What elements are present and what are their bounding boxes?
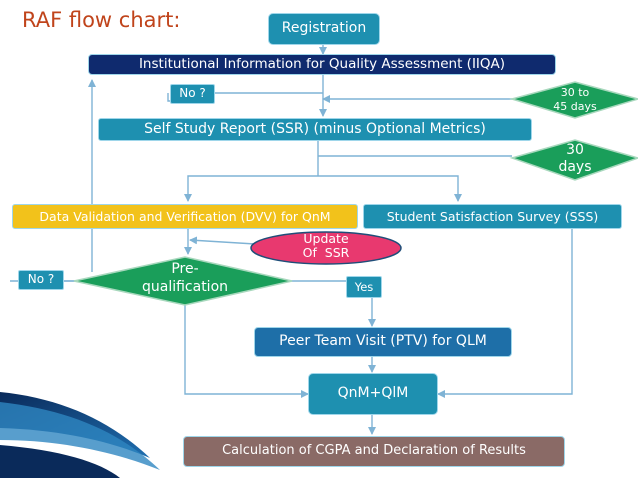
- arrow-split-sss: [318, 175, 462, 202]
- page-title: RAF flow chart:: [22, 8, 181, 32]
- no-left-label: No ?: [27, 272, 55, 287]
- cgpa-label: Calculation of CGPA and Declaration of R…: [222, 443, 526, 459]
- registration-box: Registration: [268, 13, 380, 45]
- update-ssr-label: Update Of SSR: [302, 231, 350, 261]
- days-30-45-label: 30 to 45 days: [553, 86, 597, 113]
- arrow-update-to-dvv: [189, 236, 256, 245]
- prequal-diamond: [73, 256, 293, 306]
- ptv-box: Peer Team Visit (PTV) for QLM: [254, 327, 512, 357]
- dvv-box: Data Validation and Verification (DVV) f…: [12, 204, 358, 229]
- sss-box: Student Satisfaction Survey (SSS): [363, 204, 622, 229]
- arrow-split-dvv: [184, 175, 318, 202]
- days-30-45-diamond: [509, 81, 638, 119]
- arrow-sss-to-qnm: [437, 229, 573, 398]
- decorative-swoosh-dark: [0, 445, 120, 478]
- no-left-box: No ?: [18, 270, 64, 290]
- iiqa-label: Institutional Information for Quality As…: [138, 56, 506, 73]
- no-top-label: No ?: [179, 86, 206, 101]
- ssr-label: Self Study Report (SSR) (minus Optional …: [144, 120, 486, 137]
- qnm-qlm-label: QnM+QlM: [337, 385, 409, 402]
- yes-box: Yes: [346, 276, 382, 298]
- no-top-box: No ?: [170, 84, 215, 104]
- decorative-swoosh-light: [0, 402, 160, 470]
- iiqa-box: Institutional Information for Quality As…: [88, 54, 556, 75]
- qnm-qlm-box: QnM+QlM: [308, 373, 438, 415]
- yes-label: Yes: [354, 279, 374, 294]
- update-ssr-ellipse: [250, 231, 402, 265]
- prequal-label: Pre- qualification: [141, 261, 229, 295]
- sss-label: Student Satisfaction Survey (SSS): [386, 208, 599, 224]
- ptv-label: Peer Team Visit (PTV) for QLM: [279, 333, 487, 350]
- days-30-label: 30 days: [558, 142, 592, 175]
- cgpa-box: Calculation of CGPA and Declaration of R…: [183, 436, 565, 467]
- registration-label: Registration: [281, 20, 367, 37]
- arrow-no-top-to-iiqa: [167, 93, 170, 102]
- ssr-box: Self Study Report (SSR) (minus Optional …: [98, 118, 532, 141]
- days-30-diamond: [509, 139, 638, 181]
- dvv-label: Data Validation and Verification (DVV) f…: [39, 208, 331, 224]
- arrow-prequal-to-qnm: [184, 303, 309, 398]
